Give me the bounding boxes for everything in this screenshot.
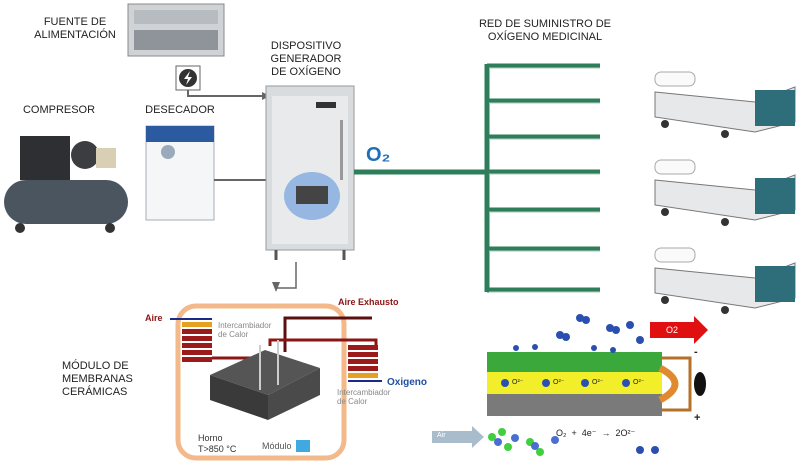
module-brand-label: Módulo: [262, 441, 292, 451]
furnace-label: Horno: [198, 433, 223, 443]
power-supply-label: FUENTE DE ALIMENTACIÓN: [34, 16, 116, 41]
dryer-image: [145, 125, 215, 221]
oxygen-pipe-network: [354, 63, 600, 293]
ion-label: O²⁻: [592, 379, 604, 386]
compressor-label: COMPRESOR: [22, 104, 96, 116]
hospital-bed: [654, 159, 796, 226]
module-label: MÓDULO DE MEMBRANAS CERÁMICAS: [62, 360, 133, 398]
hospital-bed: [654, 247, 796, 314]
ceramic-module-diagram: [170, 303, 382, 461]
power-connector: [187, 90, 262, 97]
exhaust-label: Aire Exhausto: [338, 297, 399, 307]
reaction-equation: O₂ + 4e⁻ → 2O²⁻: [556, 428, 636, 438]
hospital-bed: [654, 71, 796, 138]
ion-label: O²⁻: [512, 379, 524, 386]
ion-label: O²⁻: [553, 379, 565, 386]
temperature-label: T>850 °C: [198, 444, 237, 454]
o2-label: O₂: [366, 144, 391, 166]
air-in-label: Aire: [145, 313, 163, 323]
dryer-label: DESECADOR: [145, 104, 215, 116]
compressor-image: [4, 136, 128, 233]
ion-label: O²⁻: [633, 379, 645, 386]
exchanger-label-2: Intercambiador de Calor: [337, 388, 391, 406]
membrane-diagram: [432, 314, 708, 456]
minus-terminal: -: [694, 346, 698, 358]
lightning-icon: [175, 65, 201, 91]
exchanger-label-1: Intercambiador de Calor: [218, 321, 272, 339]
oxygen-generator-image: [265, 85, 355, 260]
generator-label: DISPOSITIVO GENERADOR DE OXÍGENO: [270, 40, 342, 78]
plus-terminal: +: [694, 412, 701, 424]
power-supply-image: [127, 3, 225, 57]
network-label: RED DE SUMINISTRO DE OXÍGENO MEDICINAL: [478, 18, 611, 43]
o2-output-label: O2: [666, 325, 679, 335]
air-input-label: Air: [437, 432, 446, 439]
oxygen-label: Oxigeno: [387, 377, 428, 388]
